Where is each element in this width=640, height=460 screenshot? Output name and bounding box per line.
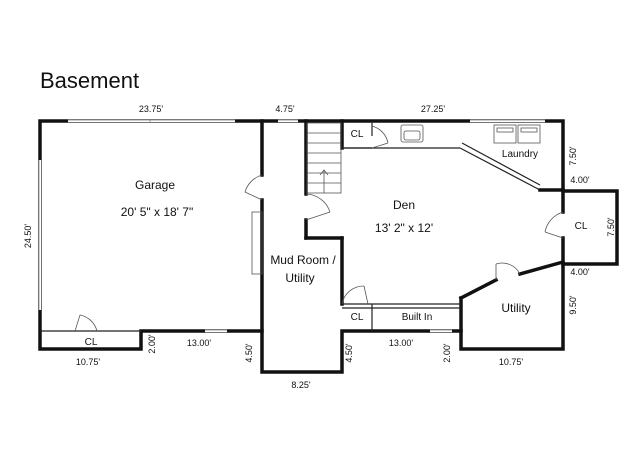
plan-title: Basement	[40, 68, 139, 93]
staircase	[306, 122, 342, 194]
closet-garage: CL	[85, 337, 98, 348]
room-mudroom-line1: Mud Room /	[270, 253, 336, 267]
room-den: Den	[393, 198, 415, 212]
room-built-in: Built In	[402, 312, 433, 323]
room-den-size: 13' 2" x 12'	[375, 221, 433, 235]
closet-bottom: CL	[351, 312, 364, 323]
room-garage: Garage	[135, 178, 175, 192]
dim-right-notch: 7.50'	[606, 217, 616, 237]
dim-mudroom-left: 4.50'	[244, 343, 254, 363]
dim-bottom-left-step: 2.00'	[147, 334, 157, 354]
room-labels: Garage 20' 5" x 18' 7" Mud Room / Utilit…	[85, 129, 588, 348]
room-laundry: Laundry	[502, 149, 538, 160]
doors	[74, 125, 564, 332]
dim-left-side: 24.50'	[23, 224, 33, 249]
dim-mudroom-right: 4.50'	[344, 343, 354, 363]
closet-top: CL	[351, 129, 364, 140]
dim-right-upper: 7.50'	[568, 146, 578, 166]
dimension-labels: 23.75' 4.75' 27.25' 24.50' 10.75' 2.00' …	[23, 104, 616, 390]
windows	[38, 119, 545, 333]
dim-bottom-right-mid: 13.00'	[389, 338, 414, 348]
dim-right-notch-bottom: 4.00'	[570, 267, 590, 277]
dim-bottom-left: 10.75'	[76, 357, 101, 367]
dim-top-left: 23.75'	[139, 104, 164, 114]
dim-bottom-left-mid: 13.00'	[187, 338, 212, 348]
dim-right-notch-top: 4.00'	[570, 175, 590, 185]
room-mudroom-line2: Utility	[285, 271, 314, 285]
room-utility: Utility	[501, 301, 530, 315]
dim-bottom-right-step: 2.00'	[442, 343, 452, 363]
dim-right-lower: 9.50'	[568, 295, 578, 315]
dim-bottom-right: 10.75'	[499, 357, 524, 367]
dim-mudroom-bottom: 8.25'	[291, 380, 311, 390]
dim-top-right: 27.25'	[421, 104, 446, 114]
closet-right: CL	[575, 221, 588, 232]
fixtures	[251, 124, 541, 275]
room-garage-size: 20' 5" x 18' 7"	[121, 205, 193, 219]
dim-top-mid: 4.75'	[275, 104, 295, 114]
interior-walls	[40, 119, 566, 333]
